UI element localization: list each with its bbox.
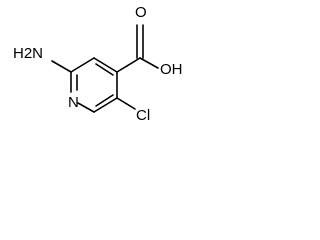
ring-bond-c2-c3 [70,57,95,73]
ring-bond-c5-c6 [93,97,118,113]
hydroxyl-label: OH [160,61,183,78]
amine-label: H2N [13,45,43,62]
chemical-structure: H2N N OH O Cl [13,4,183,124]
ring-bond-c6-n1 [77,102,95,113]
carbonyl-oxygen-label: O [135,4,147,21]
bond-c2-amine [51,60,72,73]
bond-carboxyl-hydroxyl [139,57,159,69]
ring-bond-c3-c4-inner [95,63,114,76]
chlorine-label: Cl [136,107,150,124]
bond-c5-chlorine [116,97,136,110]
ring-nitrogen-label: N [68,94,79,111]
ring-bond-c3-c4 [93,57,118,73]
bond-c4-carboxyl [116,57,141,73]
ring-bond-c5-c6-inner [95,94,114,107]
